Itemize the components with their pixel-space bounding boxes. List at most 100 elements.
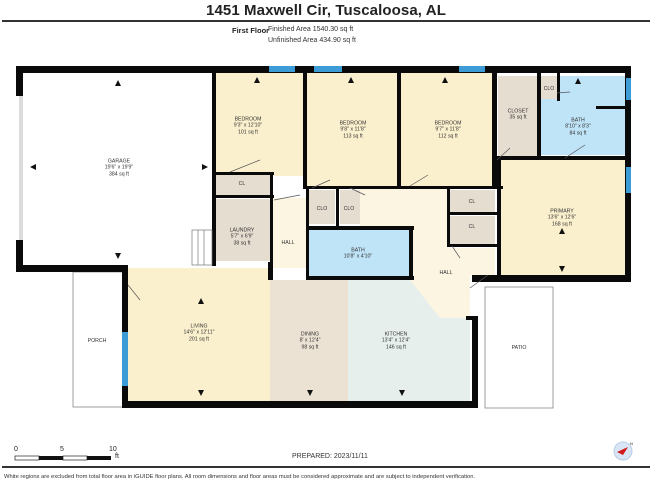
room-label-bedroom-3: BEDROOM 9'7" x 11'8" 112 sq ft [435,121,462,140]
door-swings [127,91,586,301]
room-name: PORCH [87,337,107,344]
room-name: CLOSET [507,108,529,115]
scale-tick-10: 10 [109,446,117,453]
room-label-living: LIVING 14'6" x 12'11" 201 sq ft [184,324,215,343]
room-dims: 13'4" x 12'4" [381,337,411,344]
prepared-date: PREPARED: 2023/11/11 [292,453,368,460]
room-label-cl-hall1: CL [469,199,476,205]
room-label-small-hall: HALL [282,240,295,246]
room-name: BEDROOM [234,116,262,123]
porch-area [72,271,124,408]
scale-bar-graphic [14,455,111,461]
room-label-bedroom-1: BEDROOM 9'3" x 12'10" 101 sq ft [234,117,262,136]
windows [122,66,631,386]
room-area: 98 sq ft [301,344,319,351]
living-area [128,268,270,402]
room-name: CLO [343,205,355,212]
bedroom-3-area [399,72,494,186]
kitchen-area [348,280,470,402]
room-label-bedroom-2: BEDROOM 9'8" x 11'8" 113 sq ft [340,121,367,140]
room-dims: 10'8" x 4'10" [343,254,373,260]
room-label-kitchen: KITCHEN 13'4" x 12'4" 146 sq ft [382,332,410,351]
room-area: 168 sq ft [552,221,572,228]
room-label-garage: GARAGE 19'6" x 19'9" 384 sq ft [105,159,133,178]
room-label-hall-bath: BATH 10'8" x 4'10" [344,248,372,261]
room-name: CL [238,180,246,187]
floor-label: First Floor [232,26,270,35]
scale-unit: ft [115,453,119,460]
small-hall-area [272,198,306,268]
room-name: BEDROOM [339,120,367,127]
room-dims: 14'6" x 12'11" [183,329,215,336]
room-name: LIVING [190,323,208,330]
room-area: 146 sq ft [386,344,406,351]
svg-text:N: N [630,441,633,446]
room-dims: 8'10" x 8'3" [565,123,591,130]
room-name: BEDROOM [434,120,462,127]
disclaimer: White regions are excluded from total fl… [4,474,476,480]
primary-clo-area [541,76,560,99]
room-dims: 19'6" x 19'9" [104,164,134,171]
garage-door [19,93,23,241]
room-dims: 13'6" x 12'6" [547,214,577,221]
room-name: HALL [439,269,453,276]
room-name: BATH [571,117,585,124]
unfinished-area: Unfinished Area 434.90 sq ft [268,37,356,44]
room-name: KITCHEN [384,331,408,338]
dimension-arrows [30,77,581,396]
room-dims: 9'7" x 11'8" [435,126,461,133]
room-dims: 9'3" x 12'10" [233,122,263,129]
bedroom-1-area [214,72,305,176]
room-label-porch: PORCH [88,338,107,344]
room-dims: 8' x 12'4" [299,337,321,344]
dining-area [270,280,348,402]
room-area: 384 sq ft [109,171,129,178]
scale-tick-0: 0 [14,446,18,453]
clo-a-area [309,190,335,224]
finished-area: Finished Area 1540.30 sq ft [268,26,354,33]
cl-hall2-area [450,216,495,244]
room-dims: 9'8" x 11'8" [340,126,366,133]
room-label-primary-bath: BATH 8'10" x 8'3" 84 sq ft [565,118,591,137]
room-label-clo-a: CLO [317,206,328,212]
room-name: CLO [543,85,555,92]
compass-north-arrow-icon: N [613,441,633,461]
primary-bedroom-area [498,158,626,278]
header-divider [2,20,650,22]
room-name: BATH [351,247,365,254]
room-label-main-hall: HALL [440,270,453,276]
room-name: CL [468,198,476,205]
room-label-closet: CLOSET 35 sq ft [508,109,529,122]
room-name: GARAGE [107,158,131,165]
room-name: DINING [300,331,320,338]
cl-bed1-area [216,173,270,195]
room-area: 101 sq ft [238,129,258,136]
cl-hall1-area [450,190,495,212]
closet-area [498,76,538,156]
room-name: CL [468,223,476,230]
room-name: LAUNDRY [229,227,255,234]
room-label-laundry: LAUNDRY 5'7" x 6'9" 38 sq ft [230,228,255,247]
room-area: 84 sq ft [569,130,587,137]
garage-area [18,67,214,267]
footer-divider [2,466,650,468]
hall-bath-area [308,230,410,278]
laundry-area [216,199,270,261]
room-area: 201 sq ft [189,336,209,343]
room-name: CLO [316,205,328,212]
bedroom-2-area [305,72,399,186]
room-label-cl-hall2: CL [469,224,476,230]
room-label-dining: DINING 8' x 12'4" 98 sq ft [300,332,321,351]
main-hall-area [360,186,495,318]
clo-b-area [340,190,360,224]
room-label-primary-clo: CLO [544,86,555,92]
room-name: HALL [281,239,295,246]
room-label-cl-bed1: CL [239,181,246,187]
room-dims: 5'7" x 6'9" [230,233,254,240]
room-area: 35 sq ft [509,115,527,121]
room-area: 112 sq ft [438,133,458,140]
entry-stairs [191,229,213,266]
room-area: 38 sq ft [233,240,251,247]
room-name: PATIO [511,344,527,351]
